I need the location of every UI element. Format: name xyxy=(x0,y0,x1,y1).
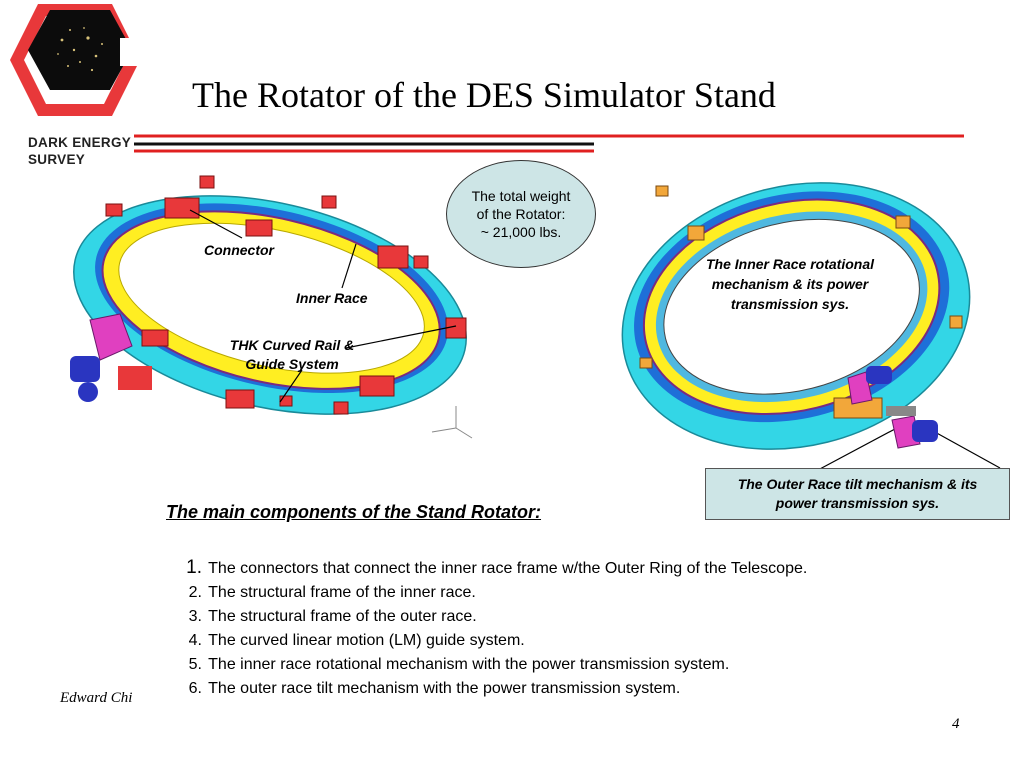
list-item-number: 4. xyxy=(188,632,202,649)
inner-mech-line3: transmission sys. xyxy=(730,296,850,312)
list-item: 5. The inner race rotational mechanism w… xyxy=(176,653,807,677)
outer-mech-line1: The Outer Race tilt mechanism & its xyxy=(737,476,978,492)
inner-race-callout: Inner Race xyxy=(296,290,368,306)
weight-line1: The total weight xyxy=(471,188,571,204)
logo-text-line2: SURVEY xyxy=(28,152,86,167)
weight-line2: of the Rotator: xyxy=(476,206,566,222)
list-item-number: 3. xyxy=(188,608,202,625)
page-number: 4 xyxy=(952,716,960,732)
list-item-text: The structural frame of the inner race. xyxy=(208,584,476,601)
list-item-number: 6. xyxy=(188,680,202,697)
components-list: 1. The connectors that connect the inner… xyxy=(176,556,807,701)
logo-wordmark: DARK ENERGY SURVEY xyxy=(28,134,131,168)
weight-line3: ~ 21,000 lbs. xyxy=(480,224,562,240)
list-item: 2. The structural frame of the inner rac… xyxy=(176,581,807,605)
logo-text-line1: DARK ENERGY xyxy=(28,135,132,150)
thk-rail-callout: THK Curved Rail & Guide System xyxy=(212,336,372,374)
thk-rail-callout-line2: Guide System xyxy=(245,356,339,372)
list-item-text: The inner race rotational mechanism with… xyxy=(208,656,730,673)
inner-mech-line2: mechanism & its power xyxy=(711,276,869,292)
components-heading: The main components of the Stand Rotator… xyxy=(166,502,542,522)
list-item-number: 1. xyxy=(186,557,202,578)
right-drive-assembly xyxy=(847,366,938,449)
title-rules xyxy=(134,134,964,153)
author-footer: Edward Chi xyxy=(60,690,133,706)
outer-race-mechanism-callout: The Outer Race tilt mechanism & its powe… xyxy=(705,468,1010,520)
left-drive-assembly xyxy=(70,313,152,402)
thk-rail-callout-line1: THK Curved Rail & xyxy=(229,337,355,353)
connector-blocks xyxy=(105,175,467,415)
list-item-number: 2. xyxy=(188,584,202,601)
list-item: 4. The curved linear motion (LM) guide s… xyxy=(176,629,807,653)
inner-mech-line1: The Inner Race rotational xyxy=(705,256,875,272)
list-item-text: The connectors that connect the inner ra… xyxy=(208,560,808,577)
list-item: 1. The connectors that connect the inner… xyxy=(176,556,807,581)
list-item: 3. The structural frame of the outer rac… xyxy=(176,605,807,629)
outer-mech-line2: power transmission sys. xyxy=(775,495,940,511)
list-item-number: 5. xyxy=(188,656,202,673)
inner-race-mechanism-callout: The Inner Race rotational mechanism & it… xyxy=(668,254,912,314)
des-logo xyxy=(10,4,140,116)
connector-callout: Connector xyxy=(204,242,274,258)
right-rotator-figure xyxy=(621,182,971,450)
list-item-text: The outer race tilt mechanism with the p… xyxy=(208,680,681,697)
slide-title: The Rotator of the DES Simulator Stand xyxy=(192,75,776,115)
logo-starfield xyxy=(28,10,132,90)
list-item-text: The curved linear motion (LM) guide syst… xyxy=(208,632,525,649)
total-weight-bubble: The total weight of the Rotator: ~ 21,00… xyxy=(446,160,596,268)
list-item-text: The structural frame of the outer race. xyxy=(208,608,477,625)
list-item: 6. The outer race tilt mechanism with th… xyxy=(176,677,807,701)
